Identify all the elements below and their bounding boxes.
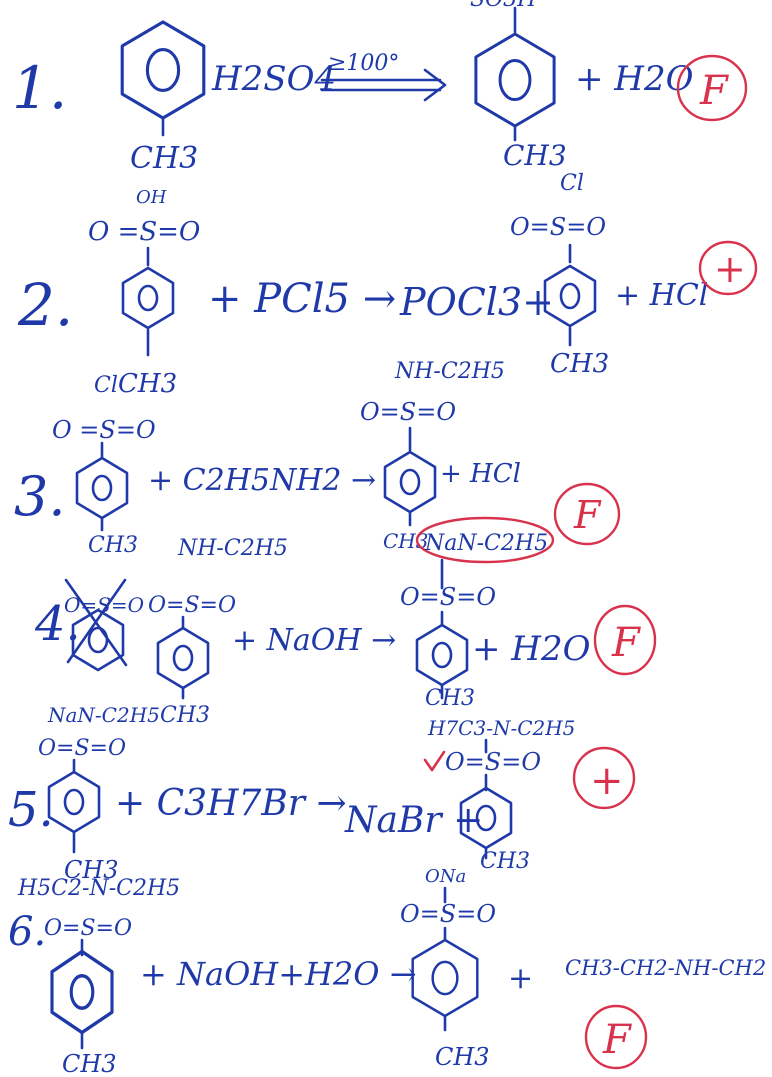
- grade-mark: +: [698, 240, 758, 296]
- reaction-3: Cl O =S=O 3. CH3 + C2H5NH2 → NH-C2H5 O=S…: [14, 359, 621, 558]
- reaction-arrow: [320, 68, 447, 102]
- benzene-ring-icon: [156, 615, 210, 700]
- benzene-ring-icon: [543, 243, 597, 347]
- reaction-5: NaN-C2H5 O=S=O 5. CH3 + C3H7Br → NaBr + …: [8, 703, 636, 884]
- sulfonyl-group: O=S=O: [360, 398, 456, 426]
- substituent-label: CH3: [62, 1050, 117, 1077]
- svg-text:F: F: [699, 68, 729, 114]
- reaction-2: OH O =S=O 2. CH3 + PCl5 → POCl3+ Cl O=S=…: [17, 171, 758, 399]
- substituent-label: CH3: [88, 533, 138, 558]
- sulfonyl-group: O=S=O: [510, 213, 606, 241]
- reaction-6: H5C2-N-C2H5 6. O=S=O CH3 + NaOH+H2O → ON…: [8, 866, 766, 1077]
- svg-text:F: F: [573, 493, 602, 537]
- svg-text:+: +: [714, 247, 746, 291]
- substituent-label: CH3: [130, 141, 198, 176]
- substituent-top: OH: [136, 187, 167, 208]
- reagent-label: + PCl5 →: [208, 276, 396, 322]
- grade-mark: F: [676, 54, 748, 122]
- substituent-top: NH-C2H5: [177, 536, 288, 561]
- reaction-condition: ≥100°: [328, 51, 399, 76]
- substituent-top: NaN-C2H5: [47, 703, 160, 727]
- crossed-out-structure: O=S=O: [64, 578, 144, 672]
- product-substituent-bottom: CH3: [480, 849, 530, 874]
- benzene-ring-icon: [47, 758, 101, 854]
- byproduct-label: + H2O: [472, 629, 591, 669]
- substituent-label: CH3: [160, 703, 210, 728]
- grade-mark: +: [572, 746, 636, 810]
- benzene-ring-icon: [383, 426, 437, 527]
- benzene-ring-icon: [459, 738, 513, 860]
- substituent-top: H5C2-N-C2H5: [17, 876, 180, 901]
- reagent-label: + NaOH+H2O →: [140, 955, 417, 993]
- svg-text:+: +: [590, 758, 624, 804]
- benzene-ring-icon: [415, 558, 469, 700]
- reaction-number: 6.: [8, 909, 46, 955]
- product-substituent-bottom: CH3: [550, 349, 609, 379]
- highlighted-product-group: NaN-C2H5: [415, 516, 555, 564]
- product-label: POCl3+: [399, 280, 554, 324]
- product-substituent-bottom: CH3: [425, 686, 475, 711]
- byproduct-label: + HCl: [440, 459, 521, 489]
- product-substituent-bottom: CH3: [435, 1043, 490, 1071]
- product-substituent-top: H7C3-N-C2H5: [427, 716, 575, 740]
- reagent-label: H2SO4: [211, 59, 336, 99]
- product-substituent-bottom: CH3: [503, 139, 567, 172]
- reaction-1: 1. CH3 H2SO4 ≥100° SO3H CH3 + H2O F: [12, 0, 748, 176]
- reagent-label: + C2H5NH2 →: [148, 463, 376, 498]
- reagent-label: + C3H7Br →: [115, 783, 347, 824]
- sulfonyl-group: O=S=O: [400, 900, 496, 928]
- reaction-number: 2.: [17, 271, 73, 339]
- svg-text:F: F: [602, 1017, 632, 1063]
- sulfonyl-group: O=S=O: [445, 748, 541, 776]
- reagent-label: + NaOH →: [232, 623, 396, 658]
- substituent-label: CH3: [118, 369, 177, 399]
- sulfonyl-group: O=S=O: [148, 593, 236, 618]
- benzene-ring-icon: [50, 938, 114, 1050]
- reaction-4: 4. O=S=O NH-C2H5 O=S=O CH3 + NaOH → NaN-…: [34, 516, 657, 728]
- benzene-ring-icon: [121, 246, 175, 357]
- product-substituent-top: ONa: [425, 866, 466, 887]
- product-substituent-top: Cl: [560, 171, 584, 196]
- byproduct-label: + H2O: [575, 59, 694, 99]
- reaction-number: 1.: [12, 54, 67, 122]
- substituent-top: Cl: [94, 373, 118, 398]
- byproduct-label: + HCl: [615, 278, 708, 313]
- substituent-label: CH3: [64, 856, 119, 884]
- sulfonyl-group: O =S=O: [88, 217, 200, 247]
- reaction-number: 5.: [8, 782, 54, 838]
- byproduct-label: +: [508, 961, 533, 996]
- sulfonyl-group: O=S=O: [400, 583, 496, 611]
- benzene-ring-icon: [75, 441, 129, 532]
- svg-text:F: F: [611, 620, 641, 666]
- benzene-ring-icon: [120, 20, 206, 137]
- benzene-ring-icon: [411, 886, 479, 1032]
- grade-mark: F: [553, 482, 621, 546]
- check-mark-icon: [423, 750, 446, 772]
- product-substituent-top: SO3H: [470, 0, 537, 12]
- sulfonyl-group: O=S=O: [44, 916, 132, 941]
- benzene-ring-icon: [474, 32, 556, 142]
- grade-mark: F: [593, 604, 657, 676]
- reaction-number: 3.: [14, 465, 66, 528]
- sulfonyl-group: O=S=O: [38, 736, 126, 761]
- product-substituent-top: NH-C2H5: [394, 359, 505, 384]
- sulfonyl-group: O =S=O: [52, 416, 156, 444]
- amine-product: CH3-CH2-NH-CH2: [565, 956, 766, 980]
- svg-text:NaN-C2H5: NaN-C2H5: [424, 531, 548, 556]
- grade-mark: F: [584, 1004, 648, 1070]
